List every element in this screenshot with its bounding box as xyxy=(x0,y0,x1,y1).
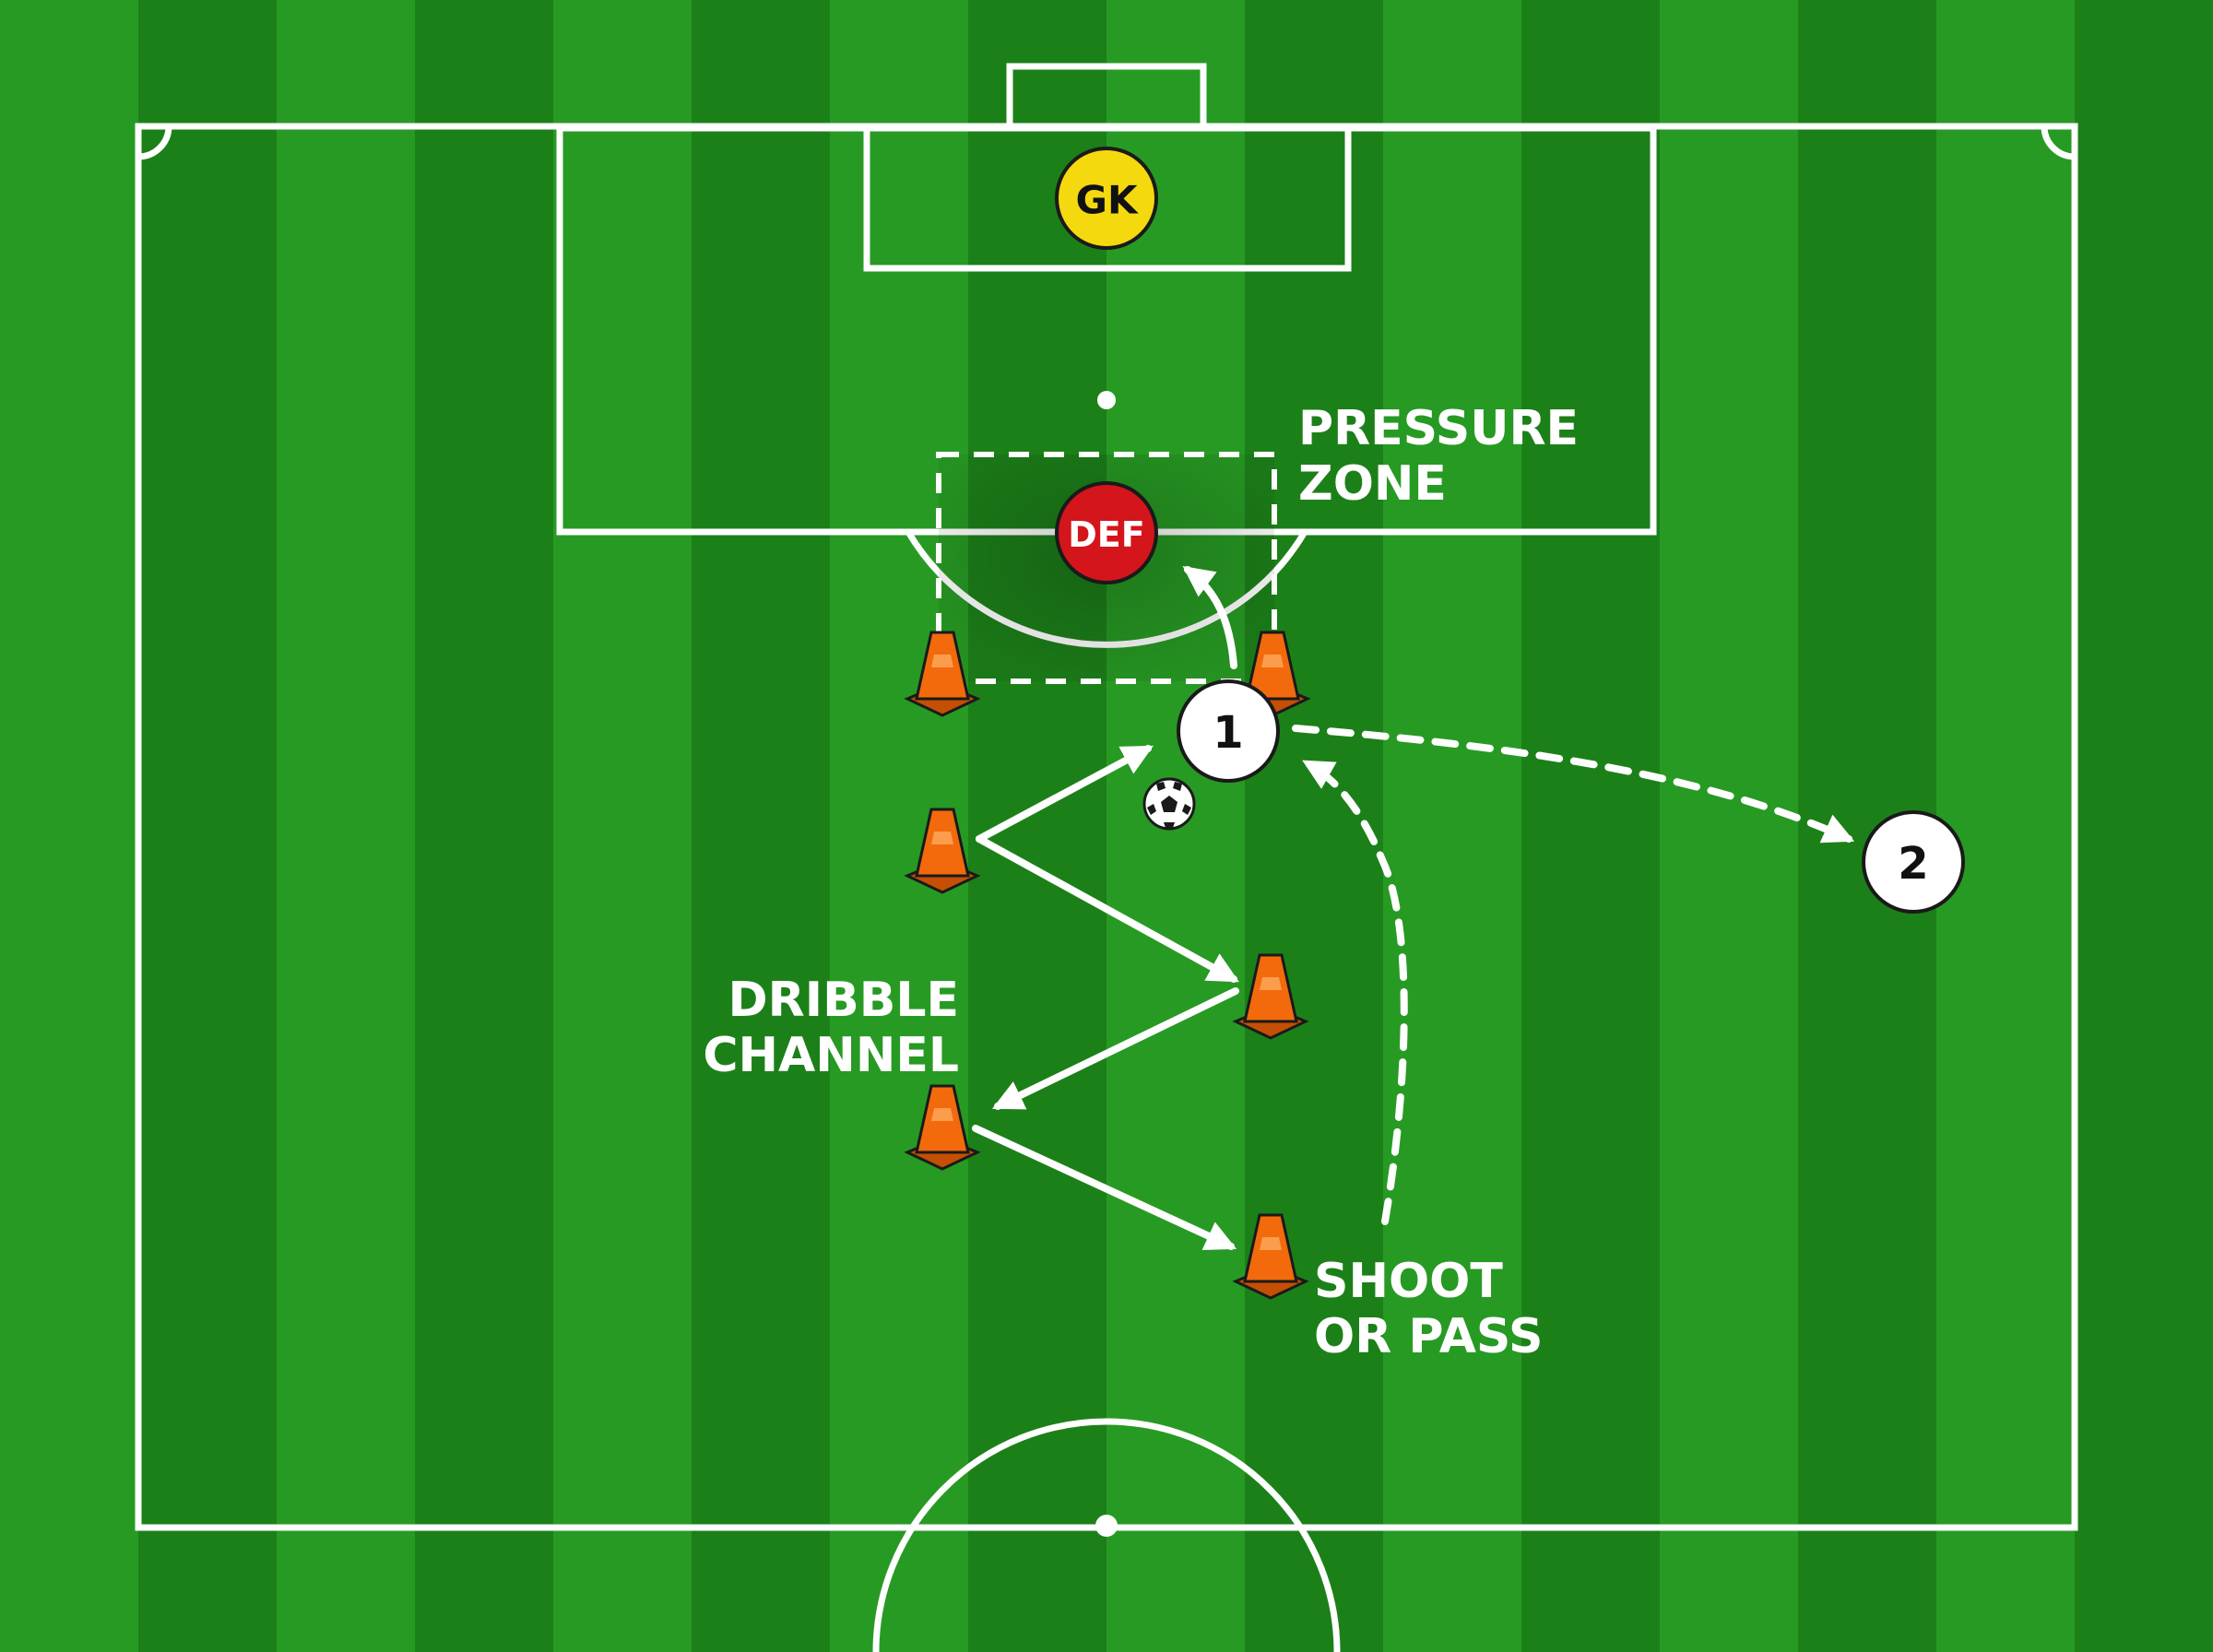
grass-stripe xyxy=(1245,0,1384,1652)
grass-stripe xyxy=(415,0,554,1652)
attacker-1-label: 1 xyxy=(1213,707,1243,759)
grass-stripe xyxy=(1521,0,1661,1652)
center-spot xyxy=(1095,1515,1118,1537)
attacker-2-label: 2 xyxy=(1898,838,1928,890)
penalty-spot xyxy=(1097,391,1116,409)
attacker-2-token: 2 xyxy=(1862,810,1965,914)
grass-stripe xyxy=(138,0,278,1652)
dribble-channel-label: DRIBBLE CHANNEL xyxy=(703,973,959,1083)
shoot-or-pass-label-line-1: SHOOT xyxy=(1314,1254,1503,1309)
pass-arrow xyxy=(1292,725,1855,844)
attack-arrow xyxy=(1182,566,1237,669)
goalkeeper-token: GK xyxy=(1055,147,1158,250)
pressure-zone-label-line-2: ZONE xyxy=(1298,456,1447,512)
center-circle xyxy=(872,1418,1341,1652)
corner-arc-left xyxy=(137,125,172,160)
grass-stripe xyxy=(277,0,416,1652)
pressure-zone-label-line-1: PRESSURE xyxy=(1298,401,1579,456)
soccer-ball-icon xyxy=(1142,777,1196,831)
support-run-path xyxy=(1292,725,1855,1225)
grass-stripe xyxy=(692,0,831,1652)
dribble-arrow-2 xyxy=(976,835,1239,983)
grass-stripe xyxy=(1936,0,2076,1652)
shoot-or-pass-label-line-2: OR PASS xyxy=(1314,1309,1544,1364)
goalkeeper-label: GK xyxy=(1075,178,1138,223)
pressure-zone-label: PRESSURE ZONE xyxy=(1298,401,1579,512)
goal-area xyxy=(863,124,1352,272)
dribble-channel-label-line-1: DRIBBLE xyxy=(728,973,959,1028)
dribble-channel-label-line-2: CHANNEL xyxy=(703,1028,959,1083)
dribble-arrow-3 xyxy=(991,987,1239,1110)
grass-stripe xyxy=(1383,0,1522,1652)
grass-stripe xyxy=(0,0,139,1652)
support-run-arrow xyxy=(1302,760,1408,1225)
grass-stripe xyxy=(553,0,692,1652)
dribble-arrow-1 xyxy=(976,745,1154,843)
shoot-or-pass-label: SHOOT OR PASS xyxy=(1314,1254,1544,1364)
dribble-path xyxy=(972,566,1239,1250)
attacker-1-token: 1 xyxy=(1177,679,1280,783)
defender-label: DEF xyxy=(1068,514,1144,555)
grass-stripe xyxy=(968,0,1107,1652)
grass-stripe xyxy=(1660,0,1799,1652)
defender-token: DEF xyxy=(1055,481,1158,584)
grass-stripe xyxy=(2075,0,2213,1652)
dribble-arrow-4 xyxy=(972,1125,1237,1250)
corner-arc-right xyxy=(2041,125,2076,160)
